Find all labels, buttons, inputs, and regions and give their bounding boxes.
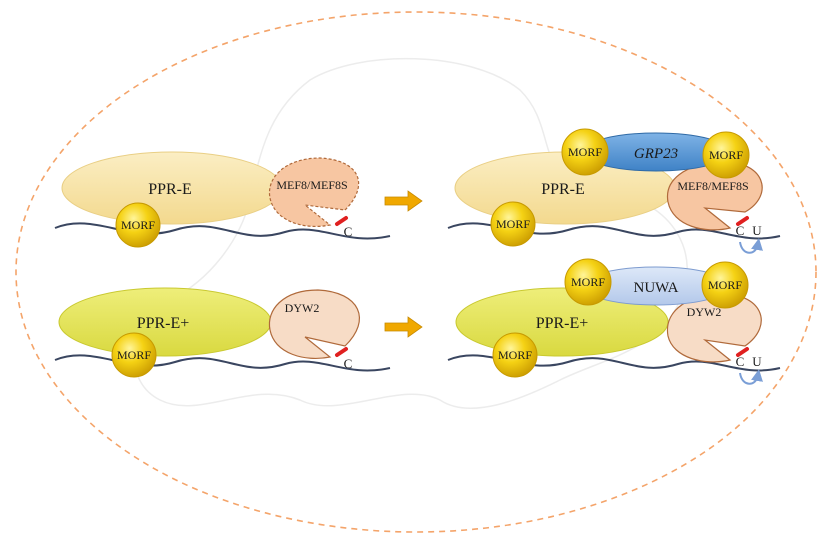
editing-site-marker xyxy=(736,216,749,226)
morf-icon xyxy=(492,332,538,378)
ppr-e-plus-label: PPR-E+ xyxy=(137,315,190,332)
editing-site-marker xyxy=(736,347,749,357)
morf-label: MORF xyxy=(708,278,742,292)
dyw2-label: DYW2 xyxy=(285,301,320,315)
ppr-e-plus-label: PPR-E+ xyxy=(536,315,589,332)
complex-ppr-e-plus-right: PPR-E+ DYW2 NUWA MORF MORF MORF C U xyxy=(447,258,781,385)
morf-icon xyxy=(564,258,612,306)
morf-icon xyxy=(701,261,749,309)
mef8-label: MEF8/MEF8S xyxy=(276,178,347,192)
mef8-protein xyxy=(666,161,763,231)
cytidine-label: C xyxy=(736,354,745,369)
editing-site-marker xyxy=(335,347,348,357)
morf-icon xyxy=(561,128,609,176)
editing-site-marker xyxy=(335,216,348,226)
morf-icon xyxy=(111,332,157,378)
cytidine-label: C xyxy=(344,224,353,239)
mef8-protein xyxy=(268,157,360,228)
morf-icon xyxy=(490,201,536,247)
complex-ppr-e-plus-left: PPR-E+ DYW2 MORF C xyxy=(54,287,391,378)
morf-label: MORF xyxy=(571,275,605,289)
uridine-label: U xyxy=(752,223,762,238)
morf-label: MORF xyxy=(117,348,151,362)
complex-ppr-e-right: PPR-E MEF8/MEF8S GRP23 MORF MORF MORF C … xyxy=(447,128,781,254)
conversion-arrow-icon xyxy=(739,369,763,385)
morf-label: MORF xyxy=(709,148,743,162)
grp23-label: GRP23 xyxy=(634,146,678,162)
background-shape xyxy=(133,57,688,409)
mef8-label: MEF8/MEF8S xyxy=(677,179,748,193)
uridine-label: U xyxy=(752,354,762,369)
ppr-e-label: PPR-E xyxy=(148,181,192,198)
morf-label: MORF xyxy=(568,145,602,159)
ppr-e-label: PPR-E xyxy=(541,181,585,198)
morf-label: MORF xyxy=(121,218,155,232)
cytidine-label: C xyxy=(344,356,353,371)
morf-icon xyxy=(115,202,161,248)
morf-label: MORF xyxy=(498,348,532,362)
conversion-arrow-icon xyxy=(739,238,763,254)
morf-icon xyxy=(702,131,750,179)
morf-label: MORF xyxy=(496,217,530,231)
dyw2-label: DYW2 xyxy=(687,305,722,319)
dyw2-protein xyxy=(666,293,762,363)
arrow-icon xyxy=(384,190,423,212)
rna-strand xyxy=(54,354,391,372)
nuwa-label: NUWA xyxy=(634,280,679,296)
cytidine-label: C xyxy=(736,223,745,238)
rna-strand xyxy=(54,222,391,240)
arrow-icon xyxy=(384,316,423,338)
dyw2-protein xyxy=(268,289,361,360)
cell-boundary xyxy=(15,11,817,533)
complex-ppr-e-left: PPR-E MEF8/MEF8S MORF C xyxy=(54,151,391,248)
